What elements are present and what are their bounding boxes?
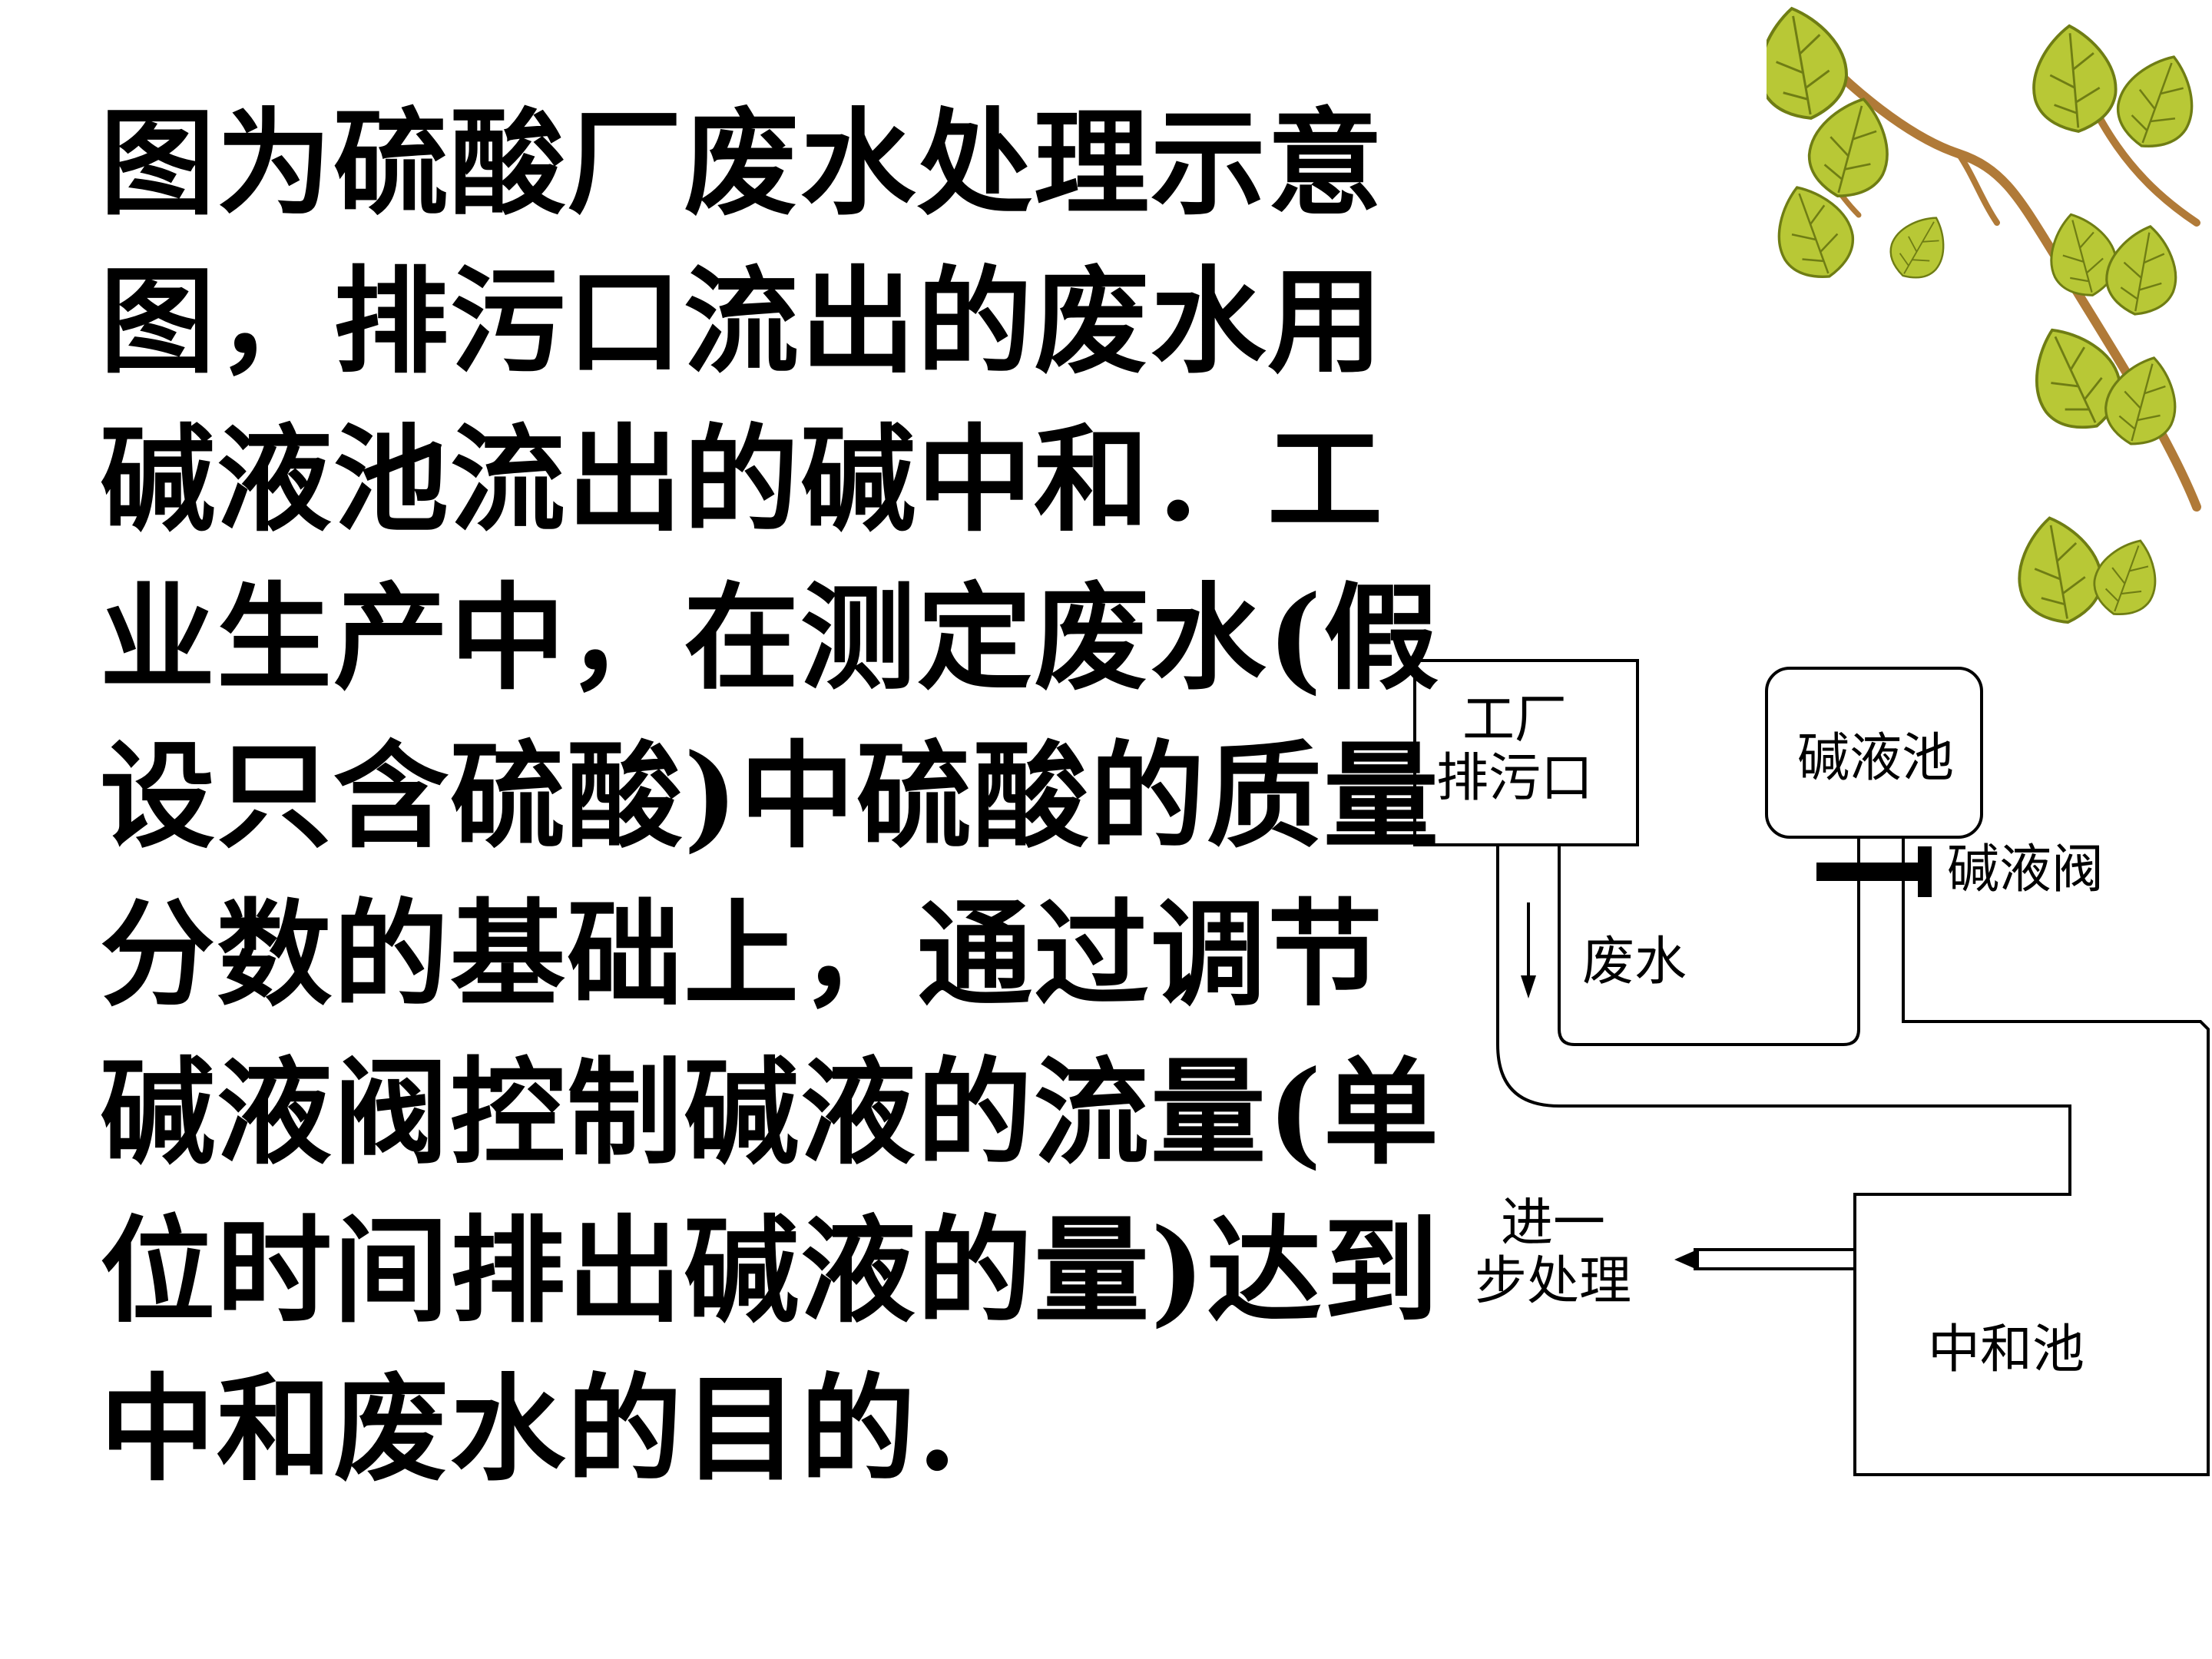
text-line: 碱液阀控制碱液的流量(单 [100,1045,1440,1181]
inner-pipe [1558,845,1860,1046]
text-line: 中和废水的目的. [100,1362,959,1497]
factory-outlet-box [1413,659,1639,846]
diagram-lines [1413,659,2210,1476]
waste-water-label: 废水 [1582,932,1687,992]
text-line: 碱液池流出的碱中和．工 [100,412,1385,548]
factory-outlet-label-line2: 排污口 [1436,748,1594,809]
further-treatment-label-line1: 进一 [1501,1193,1606,1253]
alkali-valve-handle [1918,846,1932,897]
alkali-pool-label: 碱液池 [1797,728,1955,789]
factory-outlet-label: 工厂 排污口 [1436,691,1593,808]
text-line: 设只含硫酸)中硫酸的质量 [100,729,1440,864]
treatment-diagram: 工厂 排污口 碱液池 碱液阀 废水 进一 步处理 中和池 [1398,645,2212,1513]
factory-outlet-label-line1: 工厂 [1462,690,1568,750]
alkali-pool-box [1765,667,1983,839]
text-line: 图，排污口流出的废水用 [100,254,1385,389]
text-line: 业生产中，在测定废水(假 [100,571,1440,706]
outlet-arrow-head [1674,1249,1699,1270]
further-treatment-label-line2: 步处理 [1475,1251,1632,1312]
text-line: 图为硫酸厂废水处理示意 [100,96,1385,231]
neutralization-pool-label: 中和池 [1928,1320,2085,1380]
alkali-valve-body [1816,863,1932,881]
waste-arrow-head [1521,975,1536,998]
alkali-valve-label: 碱液阀 [1947,839,2104,900]
text-line: 分数的基础上，通过调节 [100,887,1385,1022]
problem-text: 图为硫酸厂废水处理示意 图，排污口流出的废水用 碱液池流出的碱中和．工 业生产中… [100,84,1440,1508]
text-line: 位时间排出碱液的量)达到 [100,1204,1440,1339]
outer-pipe [1496,845,2210,1476]
further-treatment-label: 进一 步处理 [1475,1194,1631,1311]
leaf-branch-decoration [1767,0,2210,631]
